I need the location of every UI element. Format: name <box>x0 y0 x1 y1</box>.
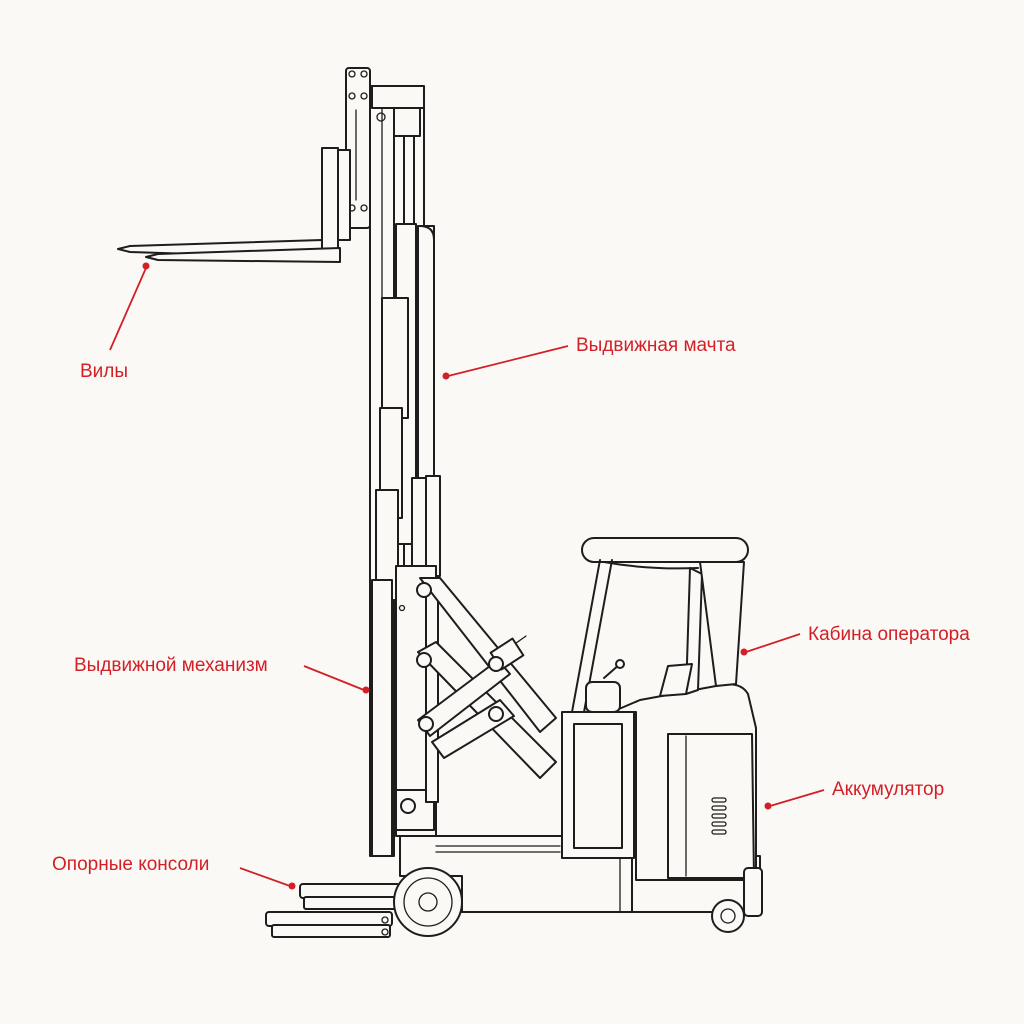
outriggers <box>265 883 401 938</box>
operator-cabin <box>571 537 749 713</box>
label-reach-mechanism: Выдвижной механизм <box>74 655 268 676</box>
callout-leaders <box>109 262 825 890</box>
label-mast: Выдвижная мачта <box>576 335 736 356</box>
wheels <box>393 867 745 937</box>
label-forks: Вилы <box>80 361 129 382</box>
label-cabin: Кабина оператора <box>808 624 970 645</box>
forks <box>117 67 371 263</box>
mast <box>369 85 441 857</box>
label-battery: Аккумулятор <box>832 779 945 800</box>
label-outriggers: Опорные консоли <box>52 854 210 875</box>
reach-mechanism <box>416 577 557 779</box>
